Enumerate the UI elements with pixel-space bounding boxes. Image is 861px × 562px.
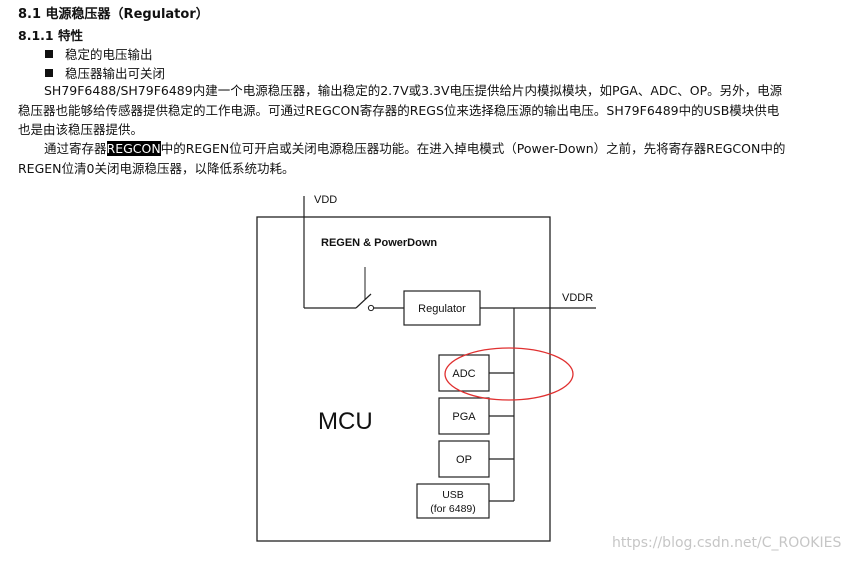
vdd-label: VDD (314, 194, 337, 206)
watermark: https://blog.csdn.net/C_ROOKIES (612, 535, 842, 551)
usb-box (416, 483, 490, 519)
mcu-label: MCU (318, 408, 373, 435)
feature-item: 稳压器输出可关闭 (45, 63, 165, 82)
adc-label: ADC (452, 368, 475, 380)
switch-contact (367, 304, 375, 312)
pga-label: PGA (452, 411, 476, 423)
regulator-box (403, 290, 481, 326)
bullet-square-icon (45, 69, 53, 77)
highlighted-register: REGCON (106, 141, 161, 156)
feature-text: 稳压器输出可关闭 (65, 66, 166, 81)
section-title: 8.1 电源稳压器（Regulator） (18, 7, 209, 22)
vddr-label: VDDR (562, 292, 593, 304)
subsection-title: 8.1.1 特性 (18, 28, 83, 43)
annotation-ellipse (444, 347, 574, 401)
adc-box (438, 354, 490, 392)
paragraph-2-after: 中的REGEN位可开启或关闭电源稳压器功能。在进入掉电模式（Power-Down… (18, 141, 786, 176)
usb-label: USB (442, 489, 464, 501)
op-label: OP (456, 454, 472, 466)
paragraph-1: SH79F6488/SH79F6489内建一个电源稳压器，输出稳定的2.7V或3… (18, 81, 788, 140)
regen-label: REGEN & PowerDown (321, 237, 437, 249)
paragraph-1-text: SH79F6488/SH79F6489内建一个电源稳压器，输出稳定的2.7V或3… (18, 83, 783, 137)
feature-item: 稳定的电压输出 (45, 44, 153, 63)
mcu-box (256, 216, 551, 542)
feature-text: 稳定的电压输出 (65, 47, 153, 62)
bullet-square-icon (45, 50, 53, 58)
switch-blade (355, 293, 372, 309)
paragraph-2: 通过寄存器REGCON中的REGEN位可开启或关闭电源稳压器功能。在进入掉电模式… (18, 139, 788, 178)
op-box (438, 440, 490, 478)
usb-note: (for 6489) (430, 503, 476, 515)
regulator-label: Regulator (418, 303, 466, 315)
paragraph-2-before: 通过寄存器 (44, 141, 107, 156)
